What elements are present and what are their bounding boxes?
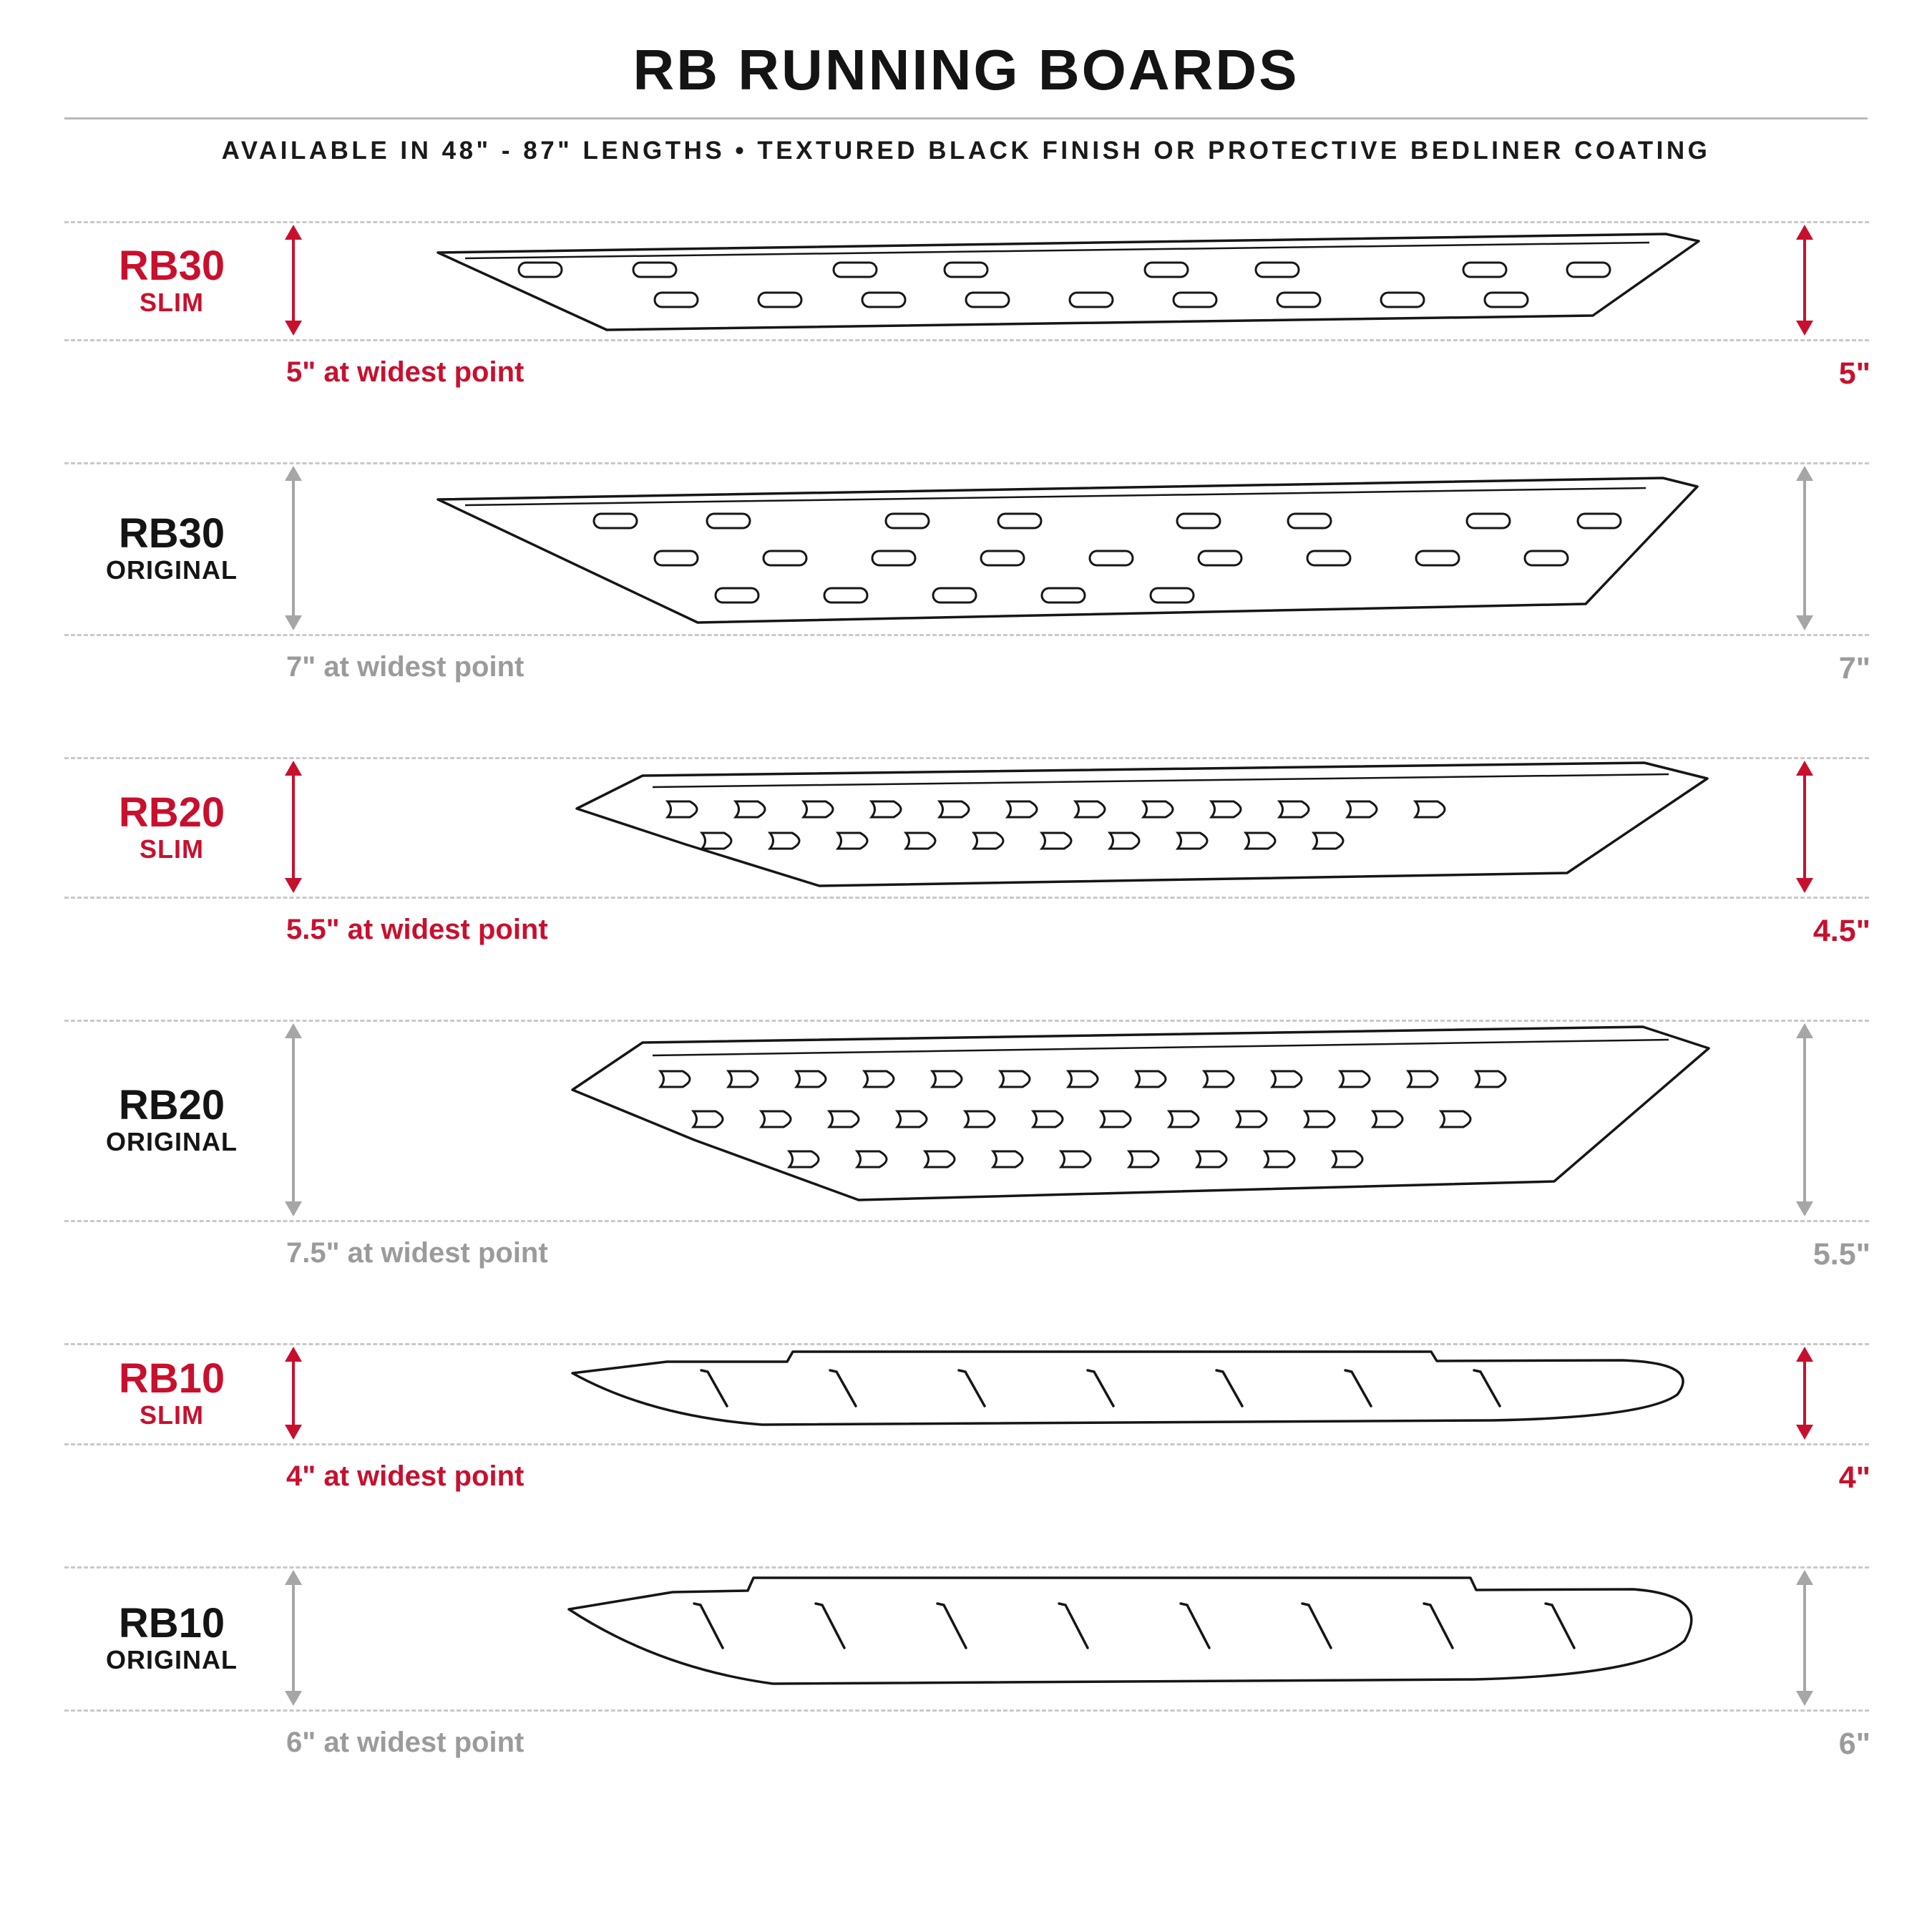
widest-point-label: 7" at widest point <box>286 651 525 683</box>
board-rows: RB30 SLIM 5" at widest point 5" <box>0 165 1932 1771</box>
variant-name: ORIGINAL <box>106 1127 238 1157</box>
board-outline <box>571 1025 1710 1201</box>
dashed-guideline-top <box>64 1020 1869 1022</box>
board-drawing-rb30-original <box>358 462 1753 634</box>
board-outline <box>571 1350 1684 1426</box>
variant-name: ORIGINAL <box>106 1645 238 1675</box>
height-dimension-arrow-left-icon <box>280 225 306 336</box>
row-rb10-slim: RB10 SLIM 4" at widest point 4" <box>0 1343 1932 1505</box>
height-dimension-arrow-right-icon <box>1792 466 1818 630</box>
slot-row-bottom <box>788 1150 1364 1169</box>
subtitle: AVAILABLE IN 48" - 87" LENGTHS • TEXTURE… <box>221 137 1711 165</box>
widest-point-label: 6" at widest point <box>286 1727 525 1758</box>
height-dimension-arrow-right-icon <box>1792 1570 1818 1706</box>
model-name: RB30 <box>118 510 225 557</box>
height-measurement: 7" <box>1838 651 1870 686</box>
rb30-original-svg <box>436 477 1699 624</box>
variant-name: ORIGINAL <box>106 555 238 585</box>
slot-row-middle <box>653 550 1569 567</box>
height-dimension-arrow-right-icon <box>1792 1023 1818 1216</box>
rb10-original-svg <box>567 1576 1693 1685</box>
title-divider <box>64 117 1868 119</box>
dashed-guideline-bottom <box>64 339 1869 341</box>
height-dimension-arrow-left-icon <box>280 1570 306 1706</box>
board-label: RB30 SLIM <box>69 221 275 339</box>
dashed-guideline-bottom <box>64 897 1869 899</box>
height-dimension-arrow-left-icon <box>280 1023 306 1216</box>
model-name: RB10 <box>118 1600 225 1647</box>
height-dimension-arrow-left-icon <box>280 466 306 630</box>
variant-name: SLIM <box>140 834 204 864</box>
dashed-guideline-top <box>64 1343 1869 1345</box>
board-drawing-rb10-slim <box>358 1343 1753 1443</box>
board-drawing-rb30-slim <box>358 221 1753 339</box>
row-rb20-original: RB20 ORIGINAL <box>0 1020 1932 1282</box>
height-dimension-arrow-right-icon <box>1792 225 1818 336</box>
board-label: RB20 ORIGINAL <box>69 1020 275 1220</box>
model-name: RB20 <box>118 789 225 836</box>
board-top-edge-line <box>652 1038 1669 1057</box>
dashed-guideline-bottom <box>64 634 1869 636</box>
rb10-slim-svg <box>571 1350 1684 1426</box>
board-drawing-rb20-original <box>358 1020 1753 1220</box>
height-measurement: 4" <box>1838 1460 1870 1495</box>
dashed-guideline-top <box>64 462 1869 464</box>
height-dimension-arrow-right-icon <box>1792 761 1818 893</box>
widest-point-label: 4" at widest point <box>286 1460 525 1492</box>
board-drawing-rb10-original <box>358 1566 1753 1709</box>
model-name: RB10 <box>118 1355 225 1402</box>
variant-name: SLIM <box>140 1400 204 1430</box>
height-dimension-arrow-right-icon <box>1792 1347 1818 1440</box>
rb30-slim-svg <box>436 233 1700 331</box>
height-measurement: 5" <box>1838 356 1870 391</box>
dashed-guideline-bottom <box>64 1220 1869 1222</box>
rb20-original-svg <box>571 1025 1710 1201</box>
dashed-guideline-top <box>64 1566 1869 1568</box>
row-rb30-slim: RB30 SLIM 5" at widest point 5" <box>0 221 1932 401</box>
board-top-edge-line <box>652 773 1669 789</box>
height-measurement: 5.5" <box>1813 1237 1870 1272</box>
header: RB RUNNING BOARDS AVAILABLE IN 48" - 87"… <box>0 0 1932 165</box>
dashed-guideline-top <box>64 221 1869 223</box>
widest-point-label: 5" at widest point <box>286 356 525 388</box>
board-outline <box>575 761 1709 887</box>
row-rb10-original: RB10 ORIGINAL 6" at widest point 6" <box>0 1566 1932 1771</box>
widest-point-label: 5.5" at widest point <box>286 914 548 945</box>
widest-point-label: 7.5" at widest point <box>286 1237 548 1269</box>
board-label: RB10 SLIM <box>69 1343 275 1443</box>
board-outline <box>436 477 1699 624</box>
slot-row-bottom <box>653 291 1529 308</box>
dashed-guideline-bottom <box>64 1443 1869 1445</box>
dashed-guideline-top <box>64 757 1869 759</box>
board-label: RB20 SLIM <box>69 757 275 897</box>
height-measurement: 4.5" <box>1813 914 1870 948</box>
board-outline <box>567 1576 1693 1685</box>
model-name: RB30 <box>118 242 225 289</box>
board-top-edge-line <box>464 241 1650 260</box>
row-rb20-slim: RB20 SLIM 5.5" at widest point 4.5" <box>0 757 1932 958</box>
board-drawing-rb20-slim <box>358 757 1753 897</box>
board-top-edge-line <box>464 487 1646 507</box>
board-label: RB30 ORIGINAL <box>69 462 275 634</box>
height-dimension-arrow-left-icon <box>280 761 306 893</box>
page-title: RB RUNNING BOARDS <box>633 38 1299 102</box>
height-dimension-arrow-left-icon <box>280 1347 306 1440</box>
variant-name: SLIM <box>140 287 204 317</box>
model-name: RB20 <box>118 1082 225 1129</box>
rb20-slim-svg <box>575 761 1709 887</box>
board-outline <box>436 233 1700 331</box>
height-measurement: 6" <box>1838 1727 1870 1761</box>
dashed-guideline-bottom <box>64 1709 1869 1712</box>
row-rb30-original: RB30 ORIGINAL <box>0 462 1932 696</box>
board-label: RB10 ORIGINAL <box>69 1566 275 1709</box>
